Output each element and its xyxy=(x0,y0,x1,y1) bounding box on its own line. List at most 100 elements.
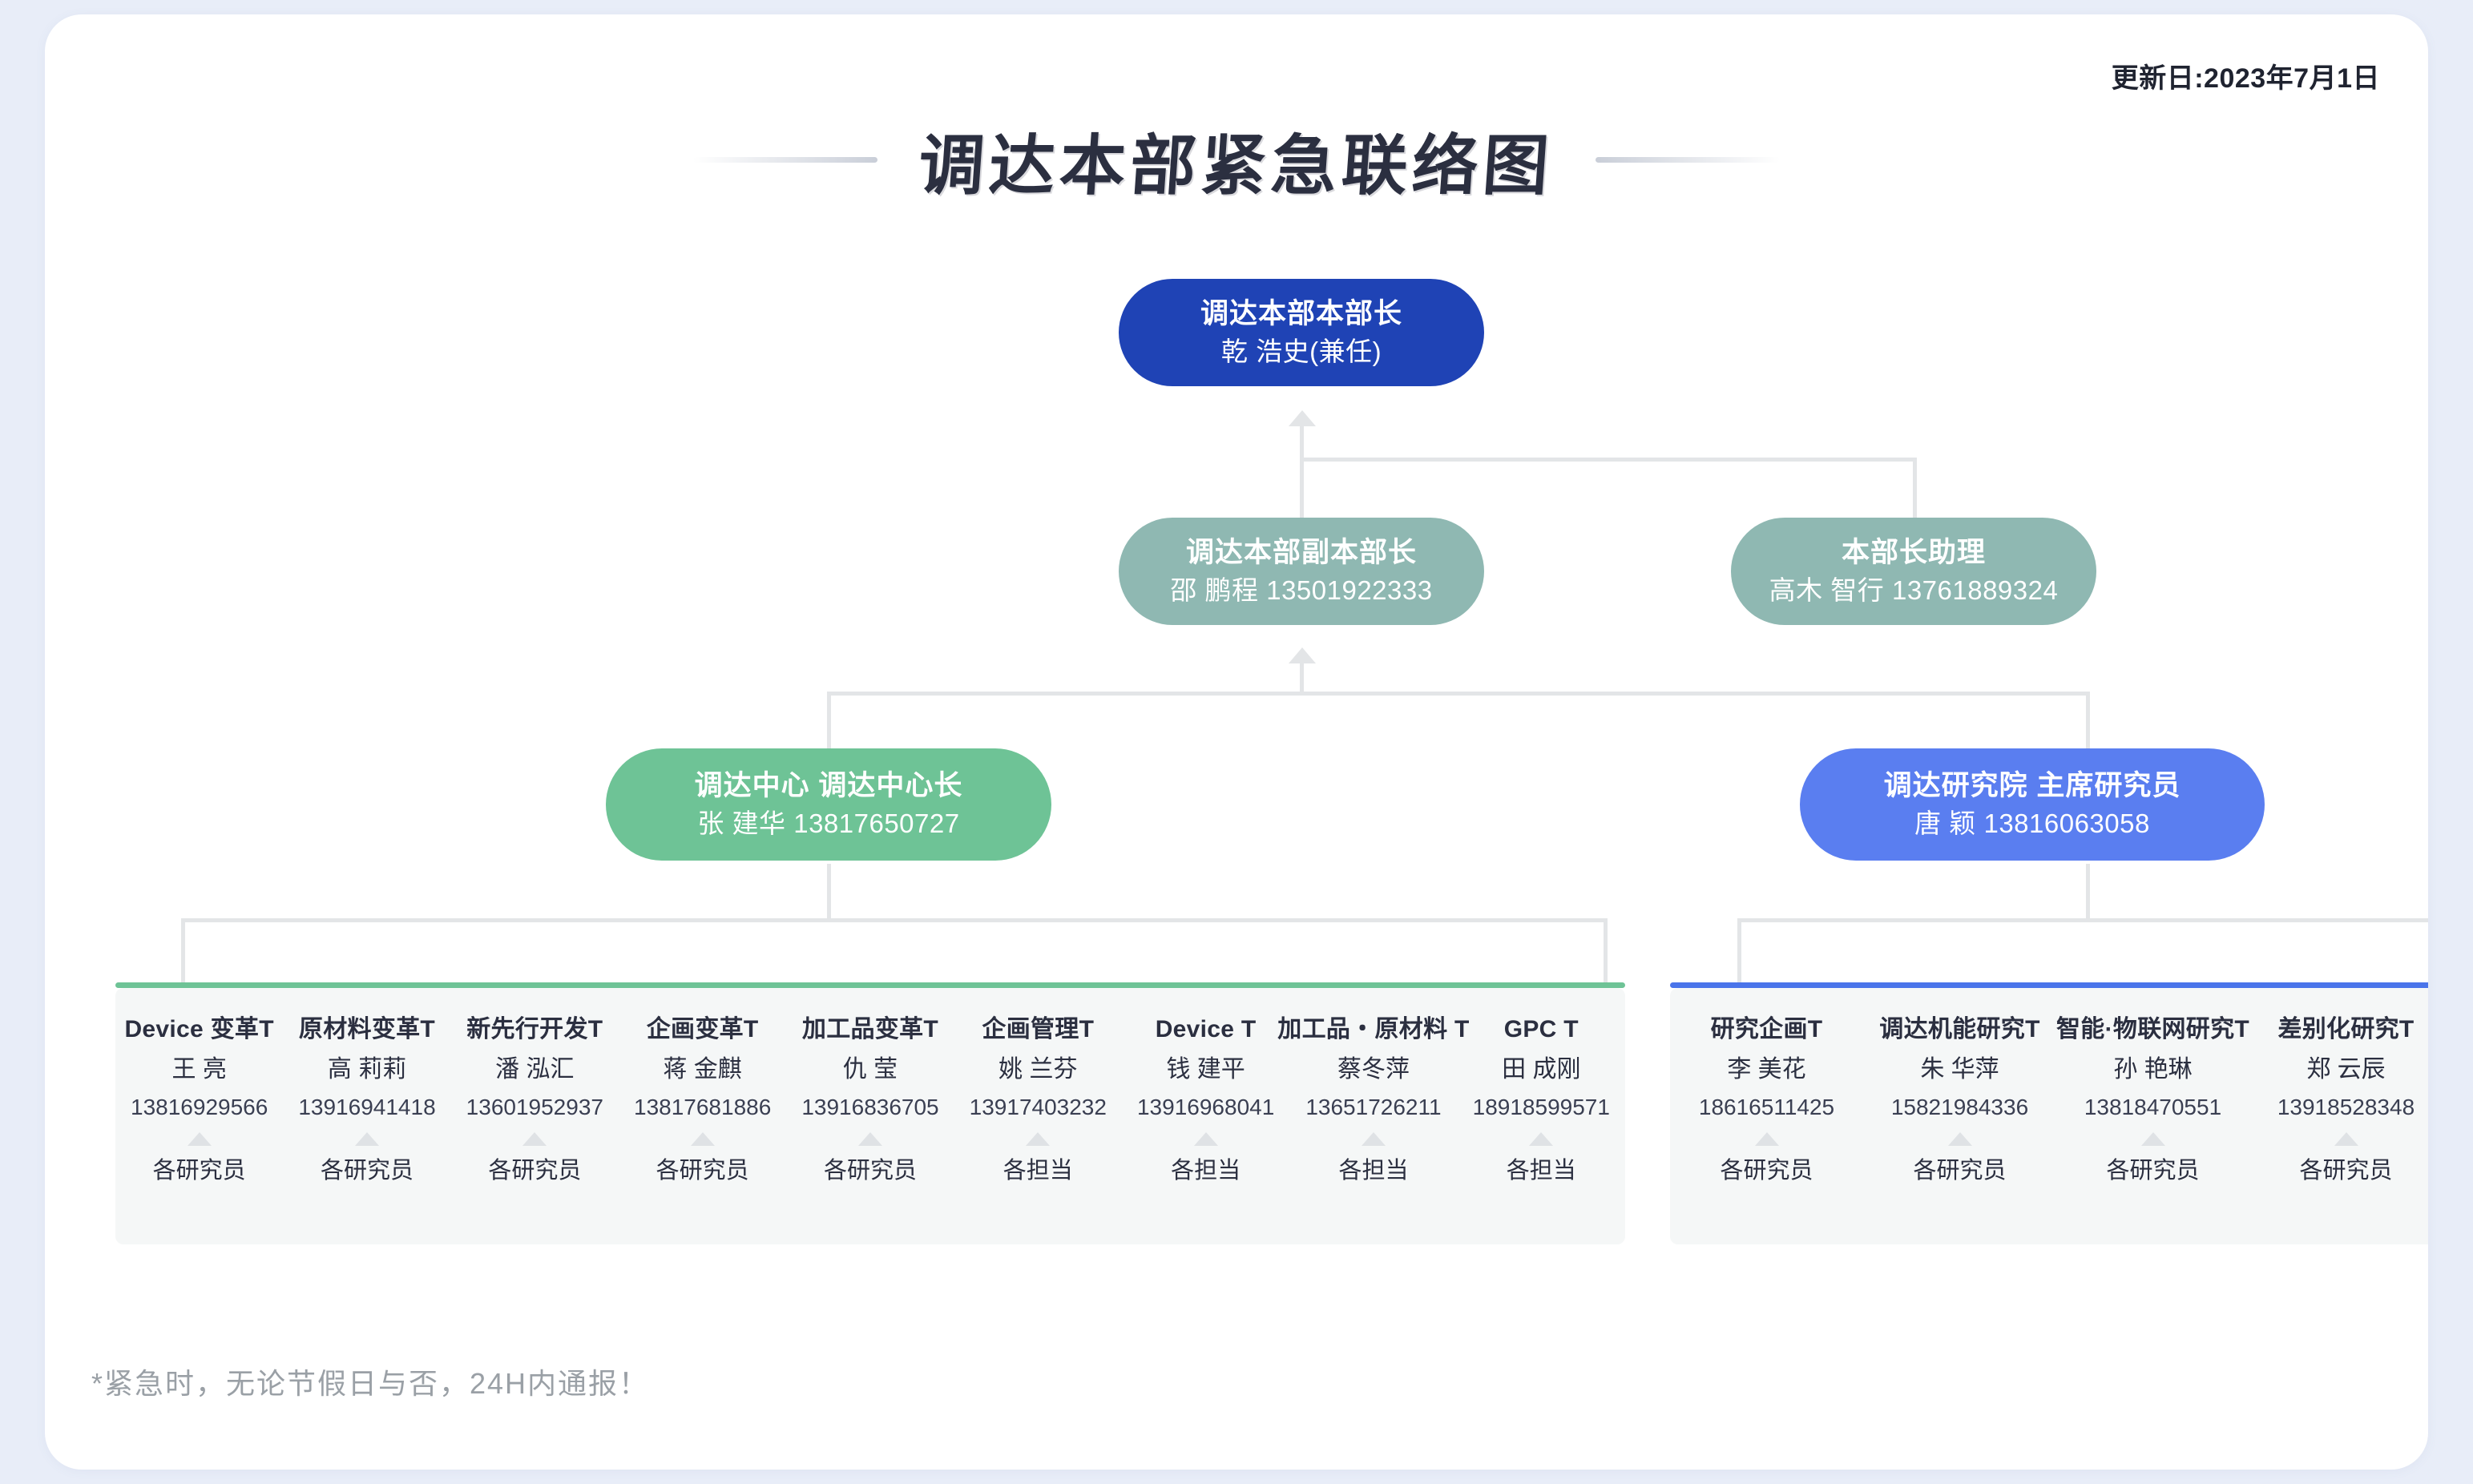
connector-deputy-stub xyxy=(1300,495,1304,511)
connector-center-drop xyxy=(827,692,831,752)
arrow-up-icon xyxy=(1947,1131,1972,1146)
node-deputy[interactable]: 调达本部副本部长 邵 鹏程 13501922333 xyxy=(1119,518,1484,625)
org-column[interactable]: Device 变革T 王 亮 13816929566 各研究员 xyxy=(115,1015,283,1184)
arrow-up-icon xyxy=(354,1131,379,1146)
connector-right-bus-end-a xyxy=(1737,918,1741,986)
column-role: 各担当 xyxy=(1171,1157,1241,1184)
column-role: 各研究员 xyxy=(1720,1157,1813,1184)
node-institute-sub: 唐 颖 13816063058 xyxy=(1914,809,2150,839)
node-institute[interactable]: 调达研究院 主席研究员 唐 颖 13816063058 xyxy=(1800,748,2265,861)
node-assistant[interactable]: 本部长助理 高木 智行 13761889324 xyxy=(1731,518,2096,625)
arrow-up-icon xyxy=(2140,1131,2165,1146)
org-column[interactable]: 调达机能研究T 朱 华萍 15821984336 各研究员 xyxy=(1863,1015,2056,1184)
title-text: 调达本部紧急联络图 xyxy=(916,127,1556,204)
node-deputy-sub: 邵 鹏程 13501922333 xyxy=(1170,575,1433,606)
column-title: 调达机能研究T xyxy=(1879,1016,2040,1042)
column-title: 差别化研究T xyxy=(2277,1016,2415,1042)
column-phone: 13916941418 xyxy=(298,1095,436,1119)
column-person-name: 仇 莹 xyxy=(842,1056,898,1083)
chart-card: 更新日:2023年7月1日 调达本部紧急联络图 调达本部本部长 乾 浩史(兼任)… xyxy=(45,14,2428,1470)
update-date: 更新日:2023年7月1日 xyxy=(2111,63,2380,94)
column-title: 加工品变革T xyxy=(801,1016,939,1042)
column-phone: 13916968041 xyxy=(1136,1095,1275,1119)
title-rule-right xyxy=(1596,157,1780,163)
column-phone: 18616511425 xyxy=(1698,1095,1835,1119)
column-role: 各研究员 xyxy=(320,1157,414,1184)
connector-bus-level3 xyxy=(827,692,2090,696)
column-title: 智能·物联网研究T xyxy=(2056,1016,2250,1042)
connector-center-down xyxy=(827,864,831,920)
column-title: 原材料变革T xyxy=(298,1016,436,1042)
page-title: 调达本部紧急联络图 xyxy=(45,112,2428,208)
node-deputy-title: 调达本部副本部长 xyxy=(1185,536,1417,568)
column-role: 各研究员 xyxy=(152,1157,246,1184)
arrow-up-icon xyxy=(522,1131,547,1146)
column-person-name: 姚 兰芬 xyxy=(998,1056,1078,1083)
org-column[interactable]: 研究企画T 李 美花 18616511425 各研究员 xyxy=(1670,1015,1863,1184)
column-title: Device 变革T xyxy=(124,1016,274,1042)
left-group-columns: Device 变革T 王 亮 13816929566 各研究员 原材料变革T 高 莉莉 13… xyxy=(115,988,1625,1244)
node-assistant-title: 本部长助理 xyxy=(1841,536,1986,568)
node-assistant-sub: 高木 智行 13761889324 xyxy=(1769,575,2059,606)
column-phone: 13817681886 xyxy=(634,1095,772,1119)
node-root-title: 调达本部本部长 xyxy=(1200,297,1402,329)
arrow-up-icon xyxy=(857,1131,882,1146)
arrow-up-icon xyxy=(1754,1131,1779,1146)
org-column[interactable]: 加工品变革T 仇 莹 13916836705 各研究员 xyxy=(786,1015,954,1184)
node-center-sub: 张 建华 13817650727 xyxy=(697,809,960,839)
column-person-name: 潘 泓汇 xyxy=(495,1056,575,1083)
column-person-name: 钱 建平 xyxy=(1166,1056,1245,1083)
title-rule-left xyxy=(692,157,877,163)
connector-left-group-bus xyxy=(181,918,1608,922)
column-title: GPC T xyxy=(1503,1016,1579,1042)
column-role: 各研究员 xyxy=(2299,1157,2393,1184)
left-group-accent-bar xyxy=(115,982,1625,988)
org-column[interactable]: 原材料变革T 高 莉莉 13916941418 各研究员 xyxy=(283,1015,450,1184)
arrow-up-icon xyxy=(187,1131,212,1146)
column-person-name: 田 成刚 xyxy=(1502,1056,1581,1083)
node-center-title: 调达中心 调达中心长 xyxy=(694,769,963,801)
arrow-up-icon xyxy=(1193,1131,1218,1146)
column-person-name: 蔡冬萍 xyxy=(1337,1056,1410,1083)
column-title: 加工品・原材料 T xyxy=(1277,1016,1470,1042)
column-person-name: 高 莉莉 xyxy=(327,1056,407,1083)
column-phone: 18918599571 xyxy=(1472,1095,1610,1119)
connector-institute-drop xyxy=(2086,692,2090,752)
connector-right-group-bus xyxy=(1737,918,2428,922)
column-person-name: 朱 华萍 xyxy=(1920,1056,1999,1083)
column-phone: 13816929566 xyxy=(131,1095,268,1119)
connector-bus-level2 xyxy=(1300,458,1917,462)
column-person-name: 李 美花 xyxy=(1727,1056,1806,1083)
column-role: 各研究员 xyxy=(656,1157,749,1184)
column-role: 各研究员 xyxy=(1913,1157,2007,1184)
column-phone: 13818470551 xyxy=(2084,1095,2222,1119)
column-role: 各研究员 xyxy=(823,1157,917,1184)
connector-institute-down xyxy=(2086,864,2090,920)
column-role: 各研究员 xyxy=(488,1157,582,1184)
arrow-up-icon xyxy=(1026,1131,1051,1146)
column-phone: 15821984336 xyxy=(1890,1095,2029,1119)
right-group-panel: 研究企画T 李 美花 18616511425 各研究员 调达机能研究T 朱 华萍 15821… xyxy=(1670,988,2428,1244)
arrow-up-icon xyxy=(1529,1131,1554,1146)
column-person-name: 王 亮 xyxy=(171,1056,227,1083)
column-role: 各担当 xyxy=(1338,1157,1409,1184)
column-title: 研究企画T xyxy=(1710,1016,1823,1042)
column-role: 各研究员 xyxy=(2106,1157,2200,1184)
node-institute-title: 调达研究院 主席研究员 xyxy=(1883,769,2181,801)
column-phone: 13916836705 xyxy=(801,1095,939,1119)
column-phone: 13601952937 xyxy=(466,1095,603,1119)
column-person-name: 蒋 金麒 xyxy=(663,1056,742,1083)
node-root[interactable]: 调达本部本部长 乾 浩史(兼任) xyxy=(1119,279,1484,386)
node-center[interactable]: 调达中心 调达中心长 张 建华 13817650727 xyxy=(606,748,1051,861)
connector-deputy-down xyxy=(1300,662,1304,694)
right-group-accent-bar xyxy=(1670,982,2428,988)
column-person-name: 郑 云辰 xyxy=(2306,1056,2386,1083)
